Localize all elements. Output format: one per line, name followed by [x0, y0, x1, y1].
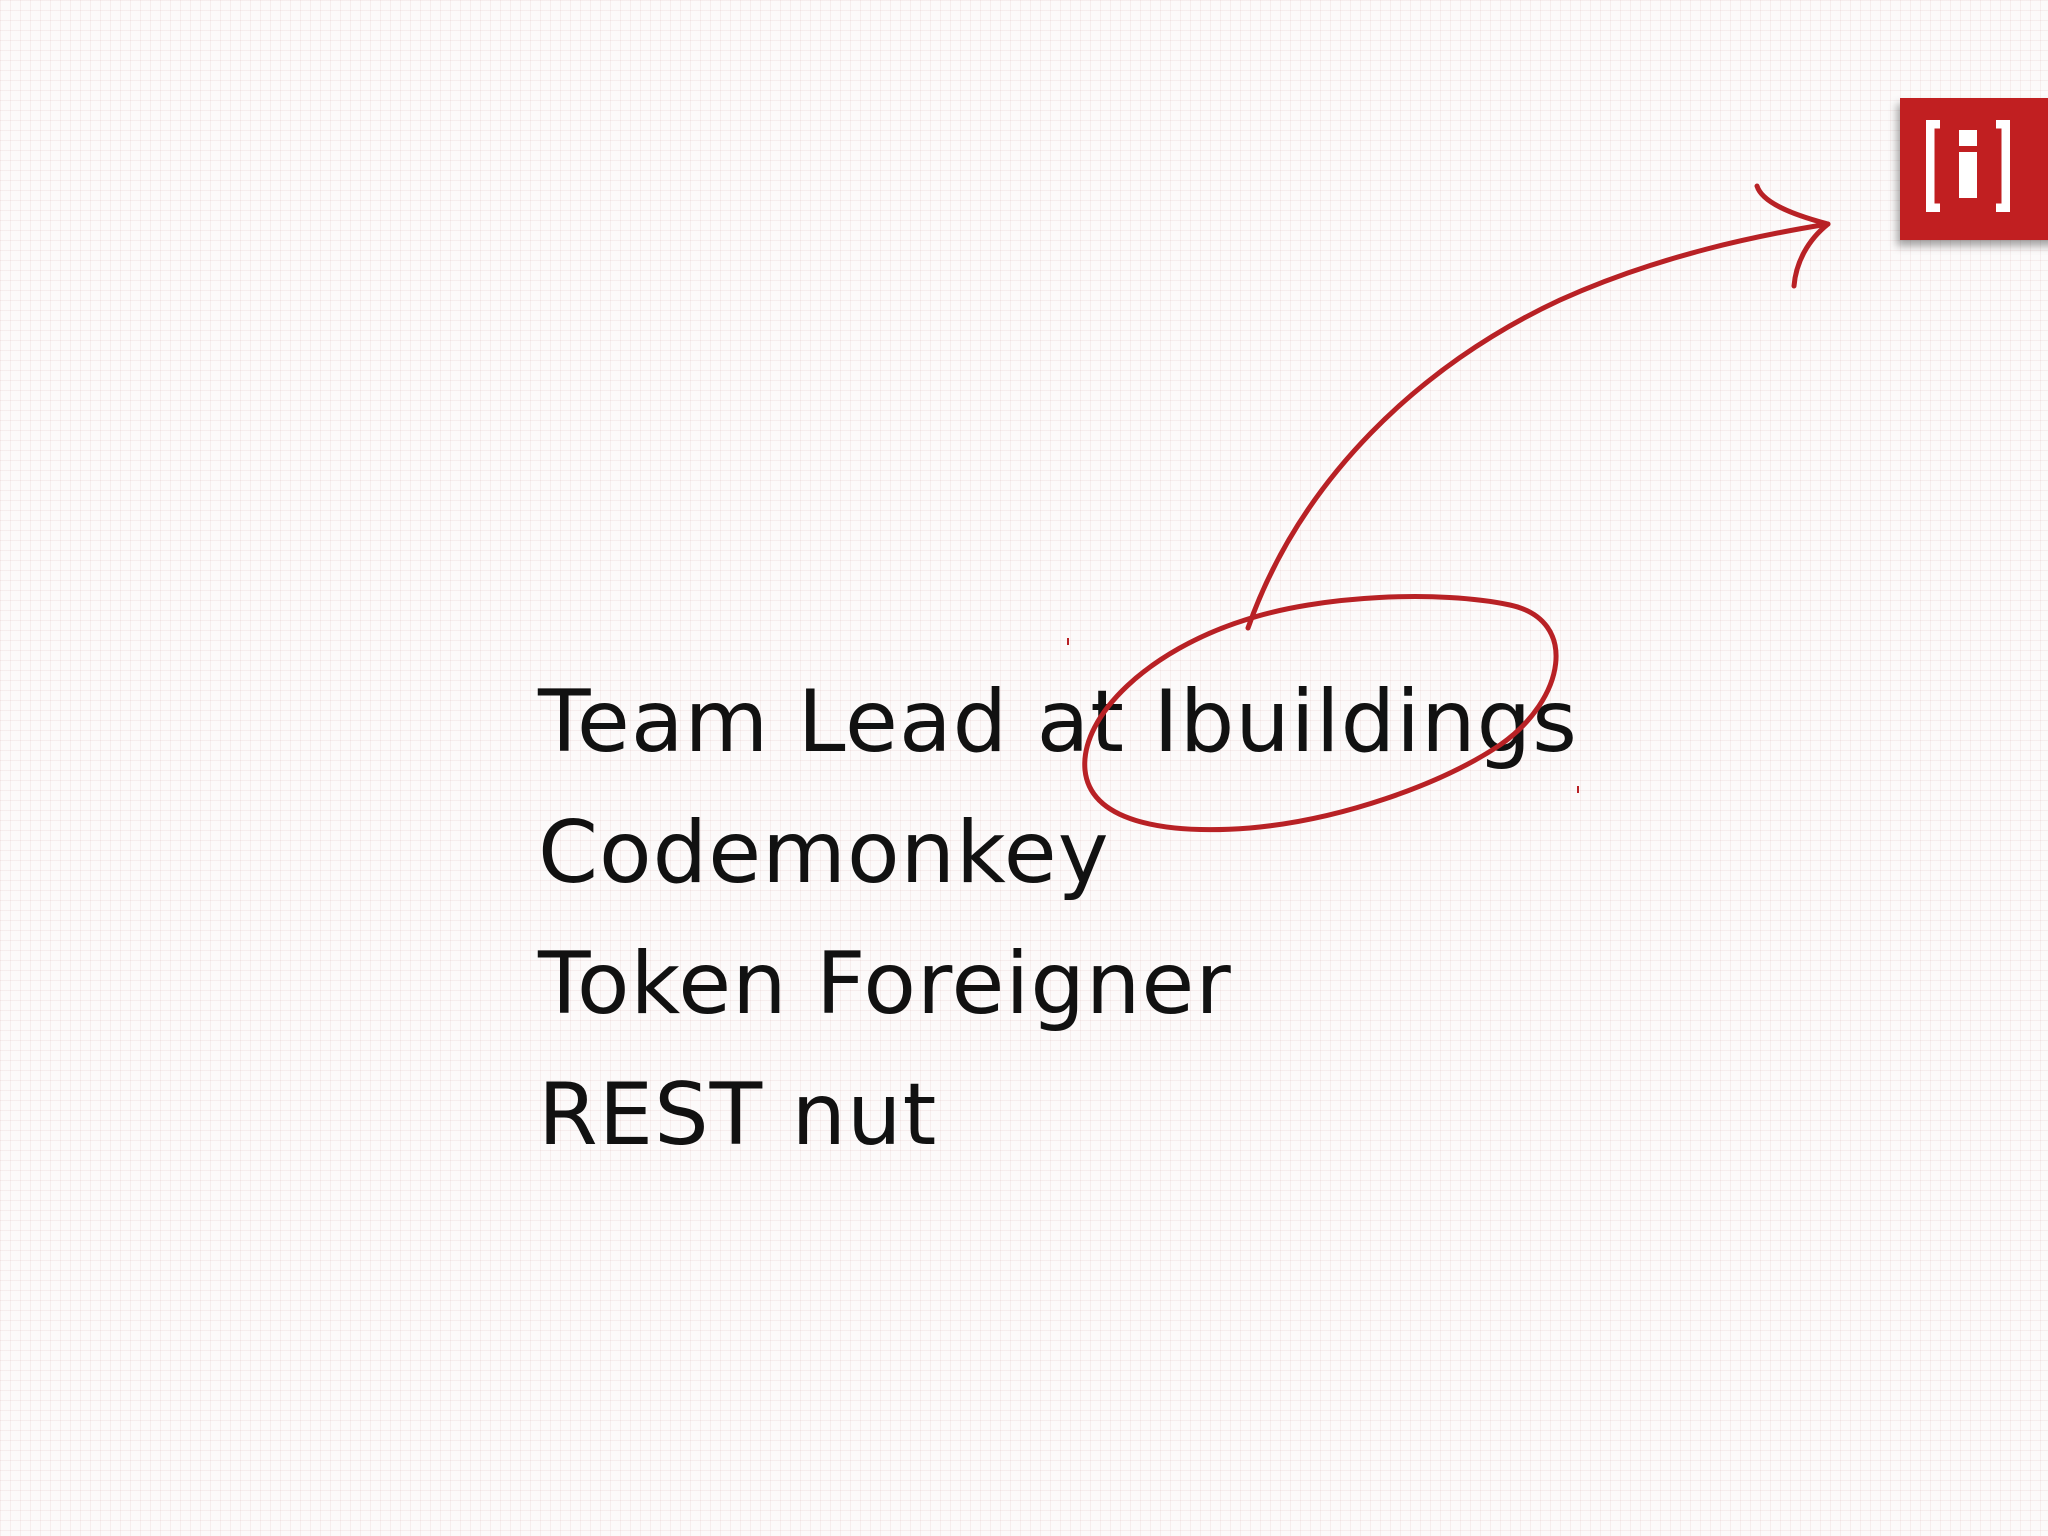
curved-arrow-line [1245, 221, 1831, 631]
role-line-rest-nut: REST nut [538, 1065, 938, 1165]
role-list: Team Lead at Ibuildings Codemonkey Token… [538, 668, 1578, 1192]
ibuildings-logo-mark [1926, 120, 2010, 212]
arrow-head [1754, 183, 1831, 289]
ibuildings-logo [1900, 98, 2048, 240]
role-line-codemonkey: Codemonkey [538, 803, 1110, 903]
role-line-team-lead: Team Lead at Ibuildings [538, 672, 1578, 772]
role-line-token-foreigner: Token Foreigner [538, 934, 1232, 1034]
